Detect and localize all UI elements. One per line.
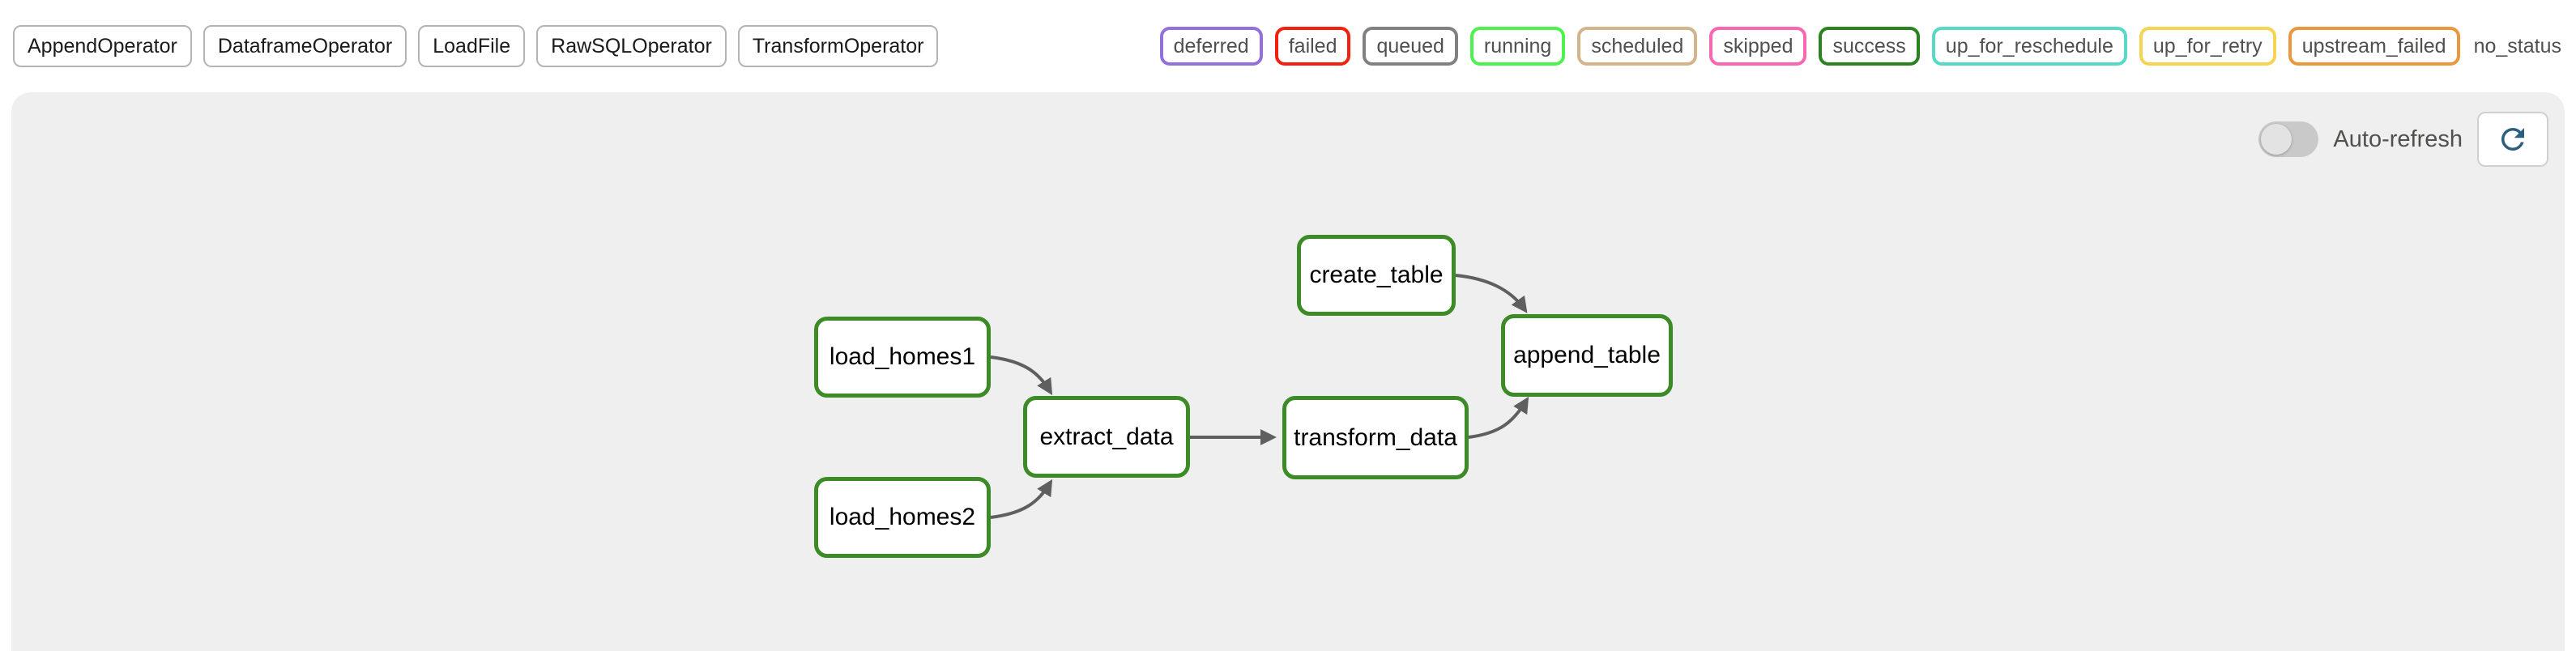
- auto-refresh-toggle-knob: [2261, 124, 2292, 155]
- legend-status-up-for-retry[interactable]: up_for_retry: [2139, 26, 2276, 66]
- operator-filter-transform-operator[interactable]: TransformOperator: [737, 24, 939, 68]
- legend-status-scheduled[interactable]: scheduled: [1577, 26, 1698, 66]
- legend-status-queued[interactable]: queued: [1363, 26, 1458, 66]
- operator-filter-load-file[interactable]: LoadFile: [418, 24, 526, 68]
- task-node-load-homes1[interactable]: load_homes1: [814, 317, 991, 398]
- auto-refresh-label: Auto-refresh: [2333, 126, 2463, 152]
- legend-status-up-for-reschedule[interactable]: up_for_reschedule: [1931, 26, 2127, 66]
- legend-status-failed[interactable]: failed: [1274, 26, 1351, 66]
- legend-status-no-status[interactable]: no_status: [2473, 34, 2561, 57]
- operator-filter-group: AppendOperator DataframeOperator LoadFil…: [13, 24, 939, 68]
- dag-graph-panel: create_table append_table load_homes1 lo…: [11, 92, 2565, 651]
- operator-filter-raw-sql-operator[interactable]: RawSQLOperator: [536, 24, 727, 68]
- refresh-button[interactable]: [2477, 112, 2548, 167]
- operator-filter-append-operator[interactable]: AppendOperator: [13, 24, 192, 68]
- status-legend: deferred failed queued running scheduled…: [1159, 26, 2563, 66]
- legend-status-upstream-failed[interactable]: upstream_failed: [2288, 26, 2460, 66]
- operator-filter-dataframe-operator[interactable]: DataframeOperator: [203, 24, 407, 68]
- refresh-controls: Auto-refresh: [2258, 112, 2548, 167]
- edge-transform-data-append-table: [1468, 396, 1529, 439]
- edge-load-homes2-extract-data: [990, 479, 1053, 519]
- legend-status-success[interactable]: success: [1819, 26, 1920, 66]
- top-bar: AppendOperator DataframeOperator LoadFil…: [0, 0, 2576, 92]
- task-node-transform-data[interactable]: transform_data: [1282, 396, 1469, 479]
- dag-edges: [990, 274, 1529, 519]
- edge-load-homes1-extract-data: [990, 355, 1053, 396]
- task-node-append-table[interactable]: append_table: [1501, 314, 1673, 397]
- legend-status-skipped[interactable]: skipped: [1709, 26, 1807, 66]
- task-node-create-table[interactable]: create_table: [1297, 235, 1456, 316]
- task-node-extract-data[interactable]: extract_data: [1023, 396, 1190, 478]
- legend-status-running[interactable]: running: [1469, 26, 1566, 66]
- refresh-icon: [2501, 127, 2524, 151]
- legend-status-deferred[interactable]: deferred: [1159, 26, 1263, 66]
- edge-create-table-append-table: [1455, 274, 1528, 313]
- auto-refresh-toggle[interactable]: [2258, 121, 2319, 157]
- task-node-load-homes2[interactable]: load_homes2: [814, 477, 991, 558]
